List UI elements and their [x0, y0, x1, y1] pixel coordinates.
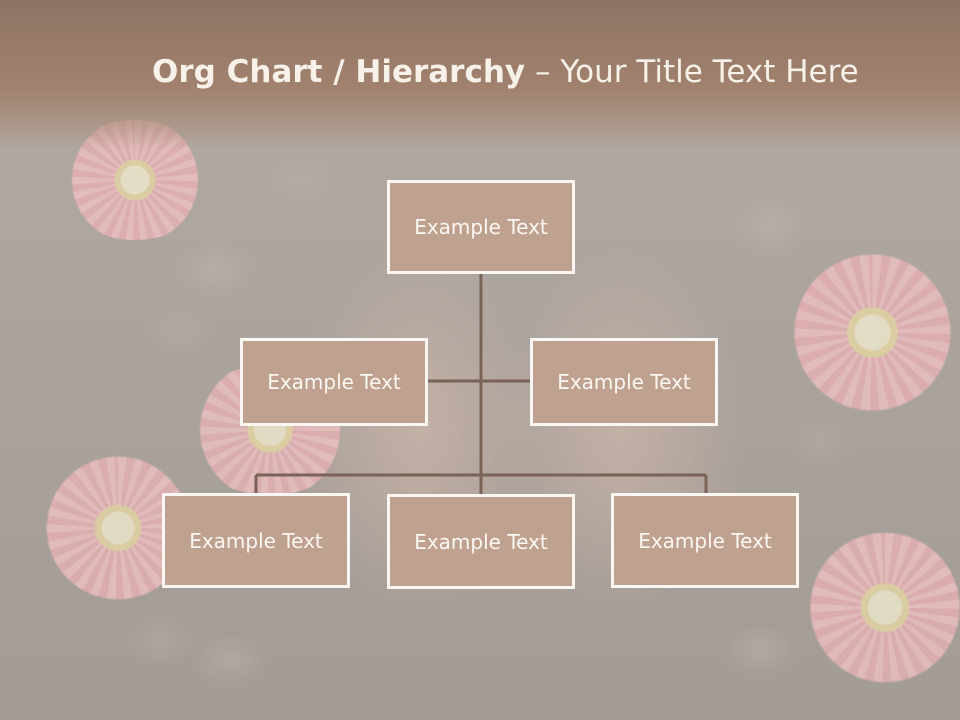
org-node-label: Example Text: [267, 370, 401, 394]
org-node-level2-left[interactable]: Example Text: [240, 338, 428, 426]
org-node-label: Example Text: [557, 370, 691, 394]
org-node-label: Example Text: [414, 215, 548, 239]
org-node-level3-left[interactable]: Example Text: [162, 493, 350, 588]
flower-decoration: [805, 520, 960, 695]
org-node-label: Example Text: [414, 529, 548, 554]
org-node-root[interactable]: Example Text: [387, 180, 575, 274]
title-bold-part: Org Chart / Hierarchy: [152, 54, 526, 90]
page-title: Org Chart / Hierarchy – Your Title Text …: [152, 54, 859, 90]
org-node-level3-right[interactable]: Example Text: [611, 493, 799, 588]
org-node-level2-right[interactable]: Example Text: [530, 338, 718, 426]
title-regular-part: Your Title Text Here: [560, 54, 859, 90]
org-node-label: Example Text: [189, 528, 323, 553]
title-separator: –: [525, 54, 561, 90]
org-node-label: Example Text: [638, 528, 772, 553]
title-bar: Org Chart / Hierarchy – Your Title Text …: [0, 0, 960, 150]
flower-decoration: [785, 245, 960, 420]
org-node-level3-center[interactable]: Example Text: [387, 494, 575, 589]
